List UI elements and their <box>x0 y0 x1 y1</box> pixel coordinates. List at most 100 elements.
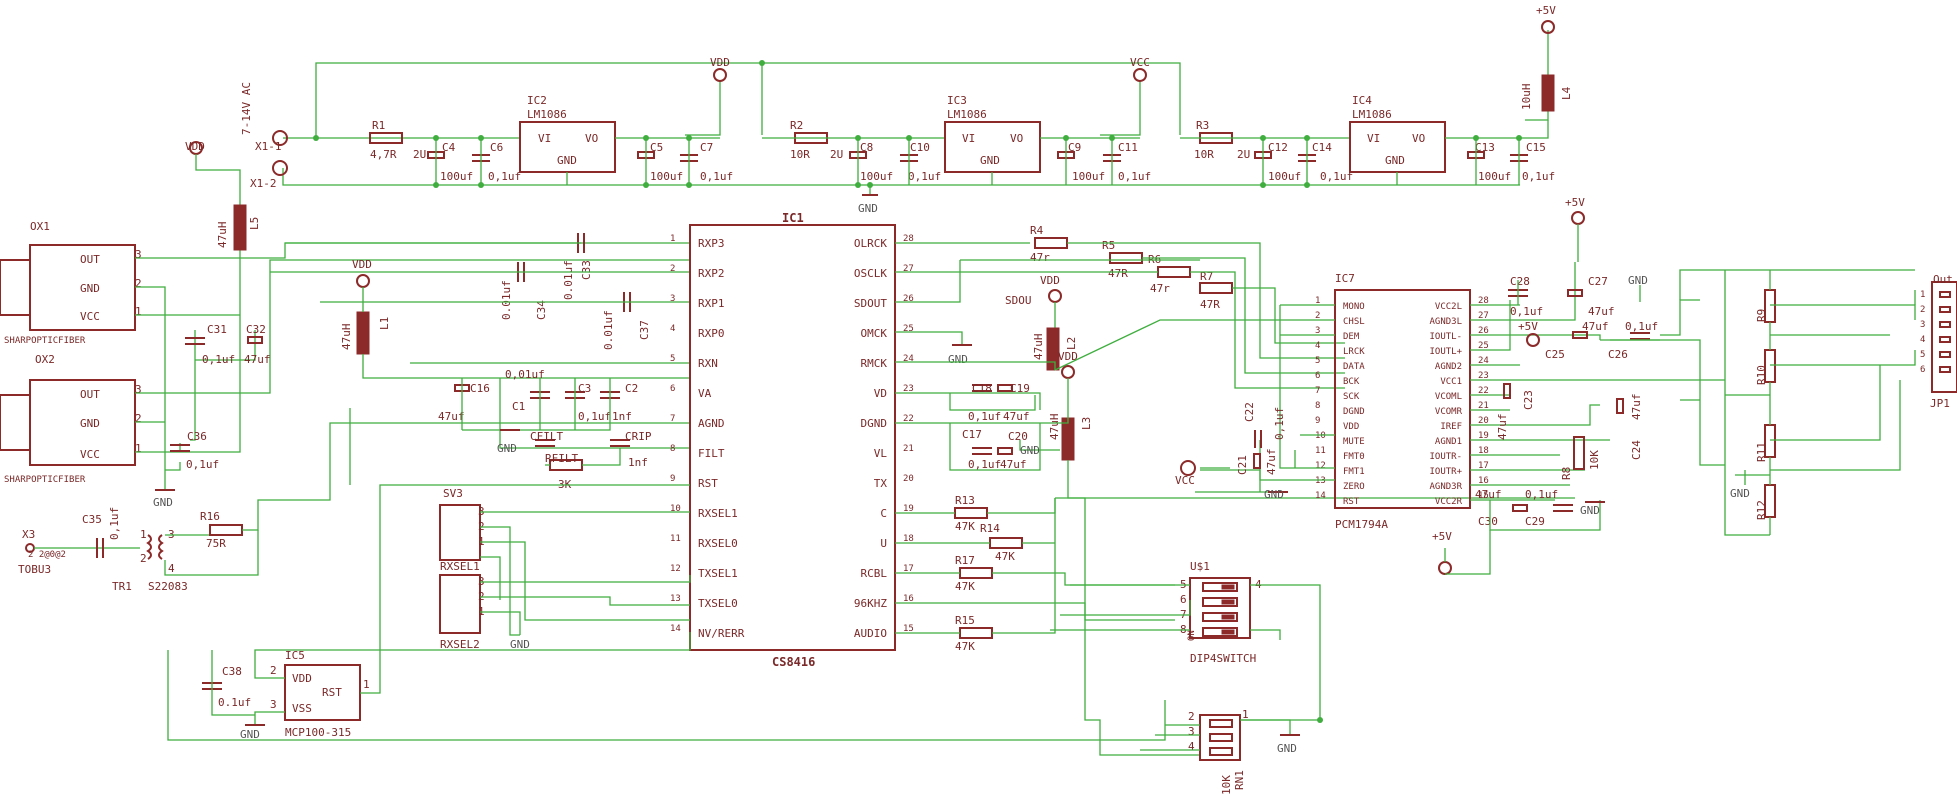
c22-value: 0,1uf <box>1273 407 1286 440</box>
x1-2-terminal[interactable] <box>272 160 288 176</box>
ic1-pin-22-label: DGND <box>861 417 888 430</box>
vcc-top-label: VCC <box>1130 56 1150 69</box>
ic7-part: PCM1794A <box>1335 518 1388 531</box>
ic7-pin-19-number: 19 <box>1478 431 1489 441</box>
ic7-pin-24-label: AGND2 <box>1435 362 1462 372</box>
ic1-pin-11-number: 11 <box>670 534 681 544</box>
c37-value: 0.01uf <box>602 310 615 350</box>
ic7-pin-25-number: 25 <box>1478 341 1489 351</box>
c1-value: 0,01uf <box>505 368 545 381</box>
dip-switch-1[interactable] <box>1202 582 1238 592</box>
dip-switch-2[interactable] <box>1202 597 1238 607</box>
ox1-name: OX1 <box>30 220 50 233</box>
ic1-pin-24-number: 24 <box>903 354 914 364</box>
ox2-socket <box>0 394 31 451</box>
dip-switch-4[interactable] <box>1202 627 1238 637</box>
jp1-pin-4[interactable] <box>1939 336 1951 343</box>
ic7-pin-3-label: DEM <box>1343 332 1360 342</box>
rxsel-top: RXSEL1 <box>440 560 480 573</box>
jp1-pin-6[interactable] <box>1939 366 1951 373</box>
ic1-pin-21-number: 21 <box>903 444 914 454</box>
gnd-ic7-label: GND <box>1264 488 1284 501</box>
c21-label: C21 <box>1236 455 1249 475</box>
ic4-name: IC4 <box>1352 94 1372 107</box>
ic1-pin-26-label: SDOUT <box>854 297 887 310</box>
dip-p6: 6 <box>1180 593 1187 606</box>
c22-label: C22 <box>1243 402 1256 422</box>
cfilt-label: CFILT <box>530 430 563 443</box>
ic4-gnd: GND <box>1385 154 1405 167</box>
ox2-gnd: GND <box>80 417 100 430</box>
x1-2-label: X1-2 <box>250 177 277 190</box>
c20-label: C20 <box>1008 430 1028 443</box>
jp1-pin-3[interactable] <box>1939 321 1951 328</box>
rn1-part: 10K <box>1220 775 1233 795</box>
c32-capacitor <box>247 336 263 344</box>
l2-inductor <box>1046 327 1060 371</box>
c13-value: 100uf <box>1478 170 1511 183</box>
c25-capacitor <box>1572 331 1588 339</box>
c25-value: 47uf <box>1582 320 1609 333</box>
dip-switch-3[interactable] <box>1202 612 1238 622</box>
ic7-pin-23-number: 23 <box>1478 371 1489 381</box>
dip-switch-group <box>1202 582 1238 637</box>
ic7-pin-4-label: LRCK <box>1343 347 1365 357</box>
ic1-pin-group: RXP31RXP22RXP13RXP04RXN5VA6AGND7FILT8RST… <box>670 234 914 640</box>
l2-label: L2 <box>1065 337 1078 350</box>
x1-1-terminal[interactable] <box>272 130 288 146</box>
input-section: OX1 OUT GND VCC SHARPOPTICFIBER OX2 3 2 … <box>0 140 691 593</box>
jp1-pin-5[interactable] <box>1939 351 1951 358</box>
c17-label: C17 <box>962 428 982 441</box>
ic7-pin-22-label: VCOML <box>1435 392 1462 402</box>
ic7-pin-18-label: IOUTR- <box>1429 452 1462 462</box>
ic1-pin-16-number: 16 <box>903 594 914 604</box>
c15-label: C15 <box>1526 141 1546 154</box>
ic1-pin-22-number: 22 <box>903 414 914 424</box>
ic1-pin-25-number: 25 <box>903 324 914 334</box>
ic5-p3: 3 <box>270 698 277 711</box>
c12-value: 100uf <box>1268 170 1301 183</box>
r11-label: R11 <box>1755 442 1768 462</box>
gnd-ic5-label: GND <box>240 728 260 741</box>
ic4-vo: VO <box>1412 132 1425 145</box>
l4-inductor <box>1541 74 1555 112</box>
ic7-pin-11-label: FMT0 <box>1343 452 1365 462</box>
ic7-pin-23-label: VCC1 <box>1440 377 1462 387</box>
r8-resistor <box>1573 436 1585 470</box>
rn1-p2: 2 <box>1188 710 1195 723</box>
c32-value: 47uf <box>244 353 271 366</box>
r15-label: R15 <box>955 614 975 627</box>
c16-label: C16 <box>470 382 490 395</box>
ic1-pin-18-label: U <box>880 537 887 550</box>
ic1-pin-28-number: 28 <box>903 234 914 244</box>
r16-resistor <box>209 524 243 536</box>
r13-resistor <box>954 507 988 519</box>
jp1-pin-1[interactable] <box>1939 291 1951 298</box>
x3-part: TOBU3 <box>18 563 51 576</box>
c23-label: C23 <box>1522 390 1535 410</box>
ic3-vo: VO <box>1010 132 1023 145</box>
c15-value: 0,1uf <box>1522 170 1555 183</box>
r15-value: 47K <box>955 640 975 653</box>
ic7-pin-14-number: 14 <box>1315 491 1326 501</box>
r4-value: 47r <box>1030 251 1050 264</box>
ic5-rst: RST <box>322 686 342 699</box>
ox2-vcc: VCC <box>80 448 100 461</box>
ic7-pin-26-label: IOUTL- <box>1429 332 1462 342</box>
ic7-pin-17-label: IOUTR+ <box>1429 467 1462 477</box>
ox2-p2: 2 <box>135 412 142 425</box>
ic7-pin-group: MONO1CHSL2DEM3LRCK4DATA5BCK6SCK7DGND8VDD… <box>1315 296 1489 507</box>
vdd-l5-label: VDD <box>185 140 205 153</box>
ic1-pin-2-number: 2 <box>670 264 675 274</box>
c30-capacitor <box>1512 504 1528 512</box>
ic1-pin-13-label: TXSEL0 <box>698 597 738 610</box>
ic7-pin-11-number: 11 <box>1315 446 1326 456</box>
sdou-label: SDOU <box>1005 294 1032 307</box>
ic7-pin-16-number: 16 <box>1478 476 1489 486</box>
r13-value: 47K <box>955 520 975 533</box>
ic7-pin-16-label: AGND3R <box>1429 482 1462 492</box>
sv3-name: SV3 <box>443 487 463 500</box>
l3-value: 47uH <box>1048 414 1061 441</box>
jp1-pin-2[interactable] <box>1939 306 1951 313</box>
r5-label: R5 <box>1102 239 1115 252</box>
